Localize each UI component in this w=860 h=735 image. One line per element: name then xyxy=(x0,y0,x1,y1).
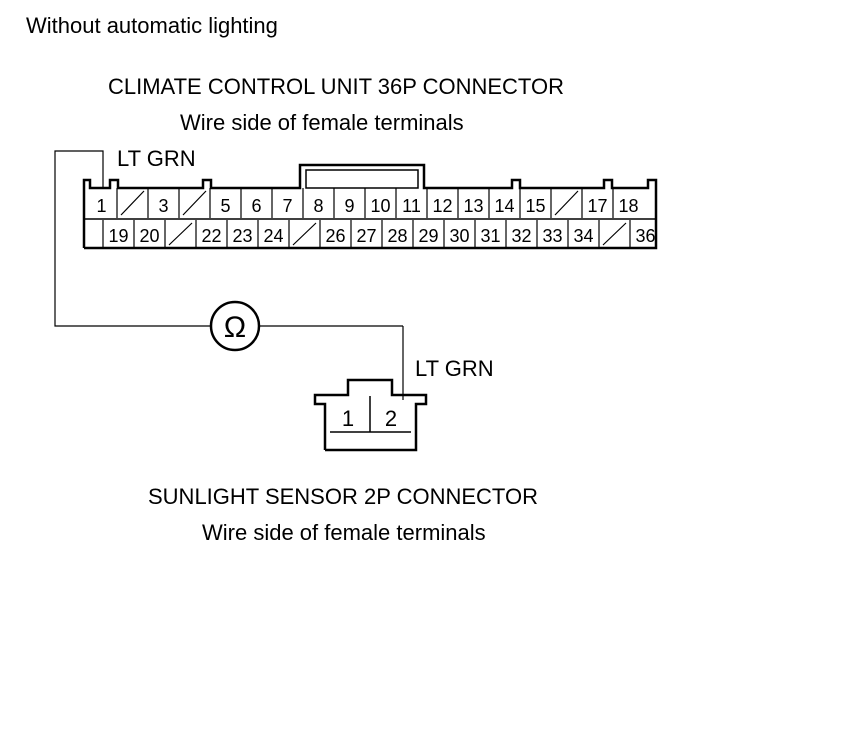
pin-label: 17 xyxy=(587,196,607,216)
empty-cavity-slash xyxy=(182,190,207,216)
climate-connector-outline xyxy=(82,163,658,250)
pin-label: 32 xyxy=(511,226,531,246)
pin-label: 26 xyxy=(325,226,345,246)
climate-connector-subtitle: Wire side of female terminals xyxy=(180,110,464,135)
pin-label: 19 xyxy=(108,226,128,246)
pin-label: 18 xyxy=(618,196,638,216)
empty-cavity-slash xyxy=(554,190,579,216)
pin-label: 10 xyxy=(370,196,390,216)
pin-label: 20 xyxy=(139,226,159,246)
ohmmeter-body xyxy=(209,300,261,352)
pin-label: 3 xyxy=(158,196,168,216)
ohm-symbol-icon: Ω xyxy=(224,311,246,344)
empty-cavity-slash xyxy=(120,190,145,216)
pin-label: 1 xyxy=(96,196,106,216)
pin-label: 9 xyxy=(344,196,354,216)
pin-label: 15 xyxy=(525,196,545,216)
pin-label: 8 xyxy=(313,196,323,216)
sensor-wire-label: LT GRN xyxy=(415,356,494,381)
pin-label: 6 xyxy=(251,196,261,216)
sunlight-pin-1: 1 xyxy=(342,406,354,431)
pin-label: 27 xyxy=(356,226,376,246)
pin-label: 22 xyxy=(201,226,221,246)
pin-label: 33 xyxy=(542,226,562,246)
climate-connector-title: CLIMATE CONTROL UNIT 36P CONNECTOR xyxy=(108,74,564,99)
pin-label: 29 xyxy=(418,226,438,246)
pin-label: 13 xyxy=(463,196,483,216)
sunlight-connector-title: SUNLIGHT SENSOR 2P CONNECTOR xyxy=(148,484,538,509)
climate-connector-latch xyxy=(305,169,419,189)
pin-label: 11 xyxy=(402,196,421,216)
empty-cavity-slash xyxy=(168,222,193,246)
pin-label: 31 xyxy=(480,226,500,246)
sunlight-pin-2: 2 xyxy=(385,406,397,431)
pin-label: 12 xyxy=(432,196,452,216)
diagram-heading: Without automatic lighting xyxy=(26,13,278,38)
pin-label: 23 xyxy=(232,226,252,246)
empty-cavity-slash xyxy=(602,222,627,246)
pin-label: 28 xyxy=(387,226,407,246)
test-wire xyxy=(54,150,210,327)
pin-label: 14 xyxy=(494,196,514,216)
pin-label: 34 xyxy=(573,226,593,246)
pin-label: 24 xyxy=(263,226,283,246)
ccu-wire-label: LT GRN xyxy=(117,146,196,171)
sunlight-connector-subtitle: Wire side of female terminals xyxy=(202,520,486,545)
pin-label: 7 xyxy=(282,196,292,216)
pin-label: 36 xyxy=(635,226,655,246)
sunlight-connector-outline xyxy=(313,378,428,452)
pin-label: 5 xyxy=(220,196,230,216)
pin-label: 30 xyxy=(449,226,469,246)
sunlight-connector: 1 2 xyxy=(313,378,428,452)
ohmmeter: Ω xyxy=(209,300,261,352)
empty-cavity-slash xyxy=(292,222,317,246)
